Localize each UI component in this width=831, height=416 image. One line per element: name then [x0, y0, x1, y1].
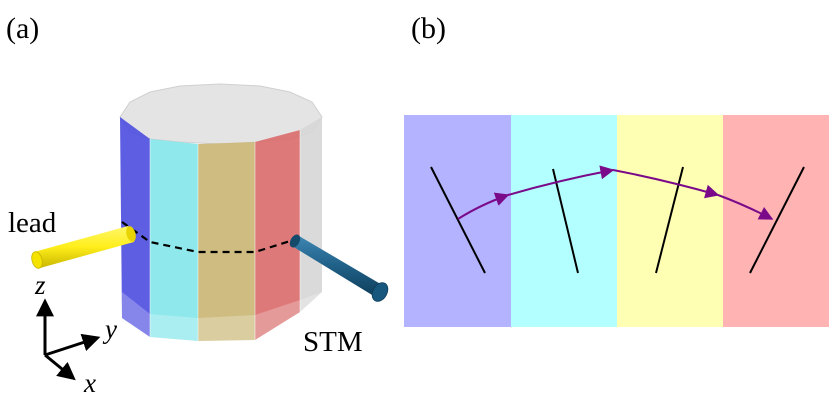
- panel-b: (b): [404, 12, 829, 327]
- y-axis-label: y: [102, 314, 117, 344]
- cylinder-stripe-blue: [120, 117, 150, 337]
- path-arrows: [457, 165, 774, 220]
- spin-bar-2: [552, 168, 579, 274]
- path-arrow-1: [457, 192, 510, 220]
- cylinder-stripe-red: [255, 130, 300, 340]
- lead-label: lead: [8, 207, 57, 239]
- panel-a-label: (a): [6, 12, 39, 45]
- x-axis-label: x: [83, 368, 96, 398]
- x-axis-arrow: [44, 353, 76, 381]
- stm-label: STM: [303, 326, 363, 358]
- spin-bar-1: [430, 166, 486, 274]
- panel-b-label: (b): [411, 12, 446, 45]
- stm-rod: [289, 234, 389, 302]
- path-arrow-2: [507, 165, 615, 196]
- stripe-cyan: [511, 115, 617, 327]
- cylinder-grey-side: [300, 117, 322, 312]
- lead-rod: [31, 226, 136, 269]
- path-arrow-3: [612, 169, 720, 199]
- cylinder-dashed-path: [121, 221, 301, 254]
- coordinate-axes: [36, 298, 101, 381]
- cylinder-bottom-rim: [122, 292, 322, 341]
- z-axis-label: z: [34, 270, 46, 300]
- panel-a: (a): [6, 12, 389, 398]
- cylinder-stripe-cyan: [150, 139, 198, 341]
- cylinder: [119, 83, 323, 341]
- cylinder-stripe-yellow: [198, 142, 255, 341]
- path-arrow-4: [717, 194, 774, 220]
- spin-bar-4: [749, 166, 805, 274]
- y-axis-arrow: [44, 333, 101, 357]
